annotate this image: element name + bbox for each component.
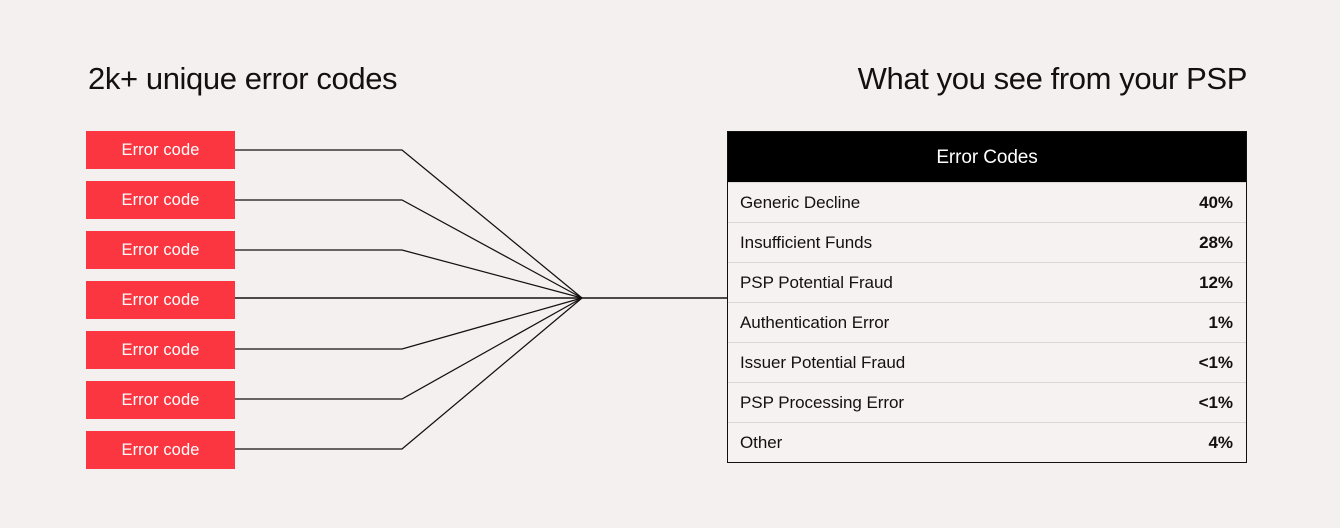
- error-code-chip-label: Error code: [121, 240, 200, 259]
- table-row[interactable]: Issuer Potential Fraud <1%: [728, 342, 1246, 382]
- table-row-value: 40%: [1199, 193, 1233, 212]
- error-code-chip[interactable]: Error code: [86, 331, 235, 369]
- table-row[interactable]: PSP Processing Error <1%: [728, 382, 1246, 422]
- table-row-value: 4%: [1208, 433, 1234, 452]
- error-code-chip-label: Error code: [121, 440, 200, 459]
- table-row-value: <1%: [1198, 393, 1233, 412]
- error-code-chip-label: Error code: [121, 290, 200, 309]
- error-code-chip-label: Error code: [121, 390, 200, 409]
- error-code-chip[interactable]: Error code: [86, 131, 235, 169]
- connector-line-6: [235, 297, 583, 400]
- error-code-chip[interactable]: Error code: [86, 181, 235, 219]
- error-code-chip[interactable]: Error code: [86, 381, 235, 419]
- table-row-label: Insufficient Funds: [740, 233, 873, 252]
- table-row-label: Generic Decline: [740, 193, 861, 212]
- table-header-label: Error Codes: [936, 146, 1038, 168]
- table-row[interactable]: Authentication Error 1%: [728, 302, 1246, 342]
- error-code-chip[interactable]: Error code: [86, 431, 235, 469]
- connector-line-3: [235, 249, 583, 299]
- error-code-chip[interactable]: Error code: [86, 231, 235, 269]
- table-row-value: 28%: [1199, 233, 1233, 252]
- connector-line-5: [235, 297, 583, 350]
- table-row-label: Authentication Error: [740, 313, 890, 332]
- table-row-label: PSP Potential Fraud: [740, 273, 893, 292]
- table-row[interactable]: Generic Decline 40%: [728, 182, 1246, 222]
- table-row-label: Issuer Potential Fraud: [740, 353, 906, 372]
- table-row-value: 12%: [1199, 273, 1233, 292]
- table-row-label: Other: [740, 433, 783, 452]
- connector-line-2: [235, 199, 583, 299]
- table-row-label: PSP Processing Error: [740, 393, 905, 412]
- table-row[interactable]: Other 4%: [728, 422, 1246, 462]
- connector-line-1: [235, 149, 583, 299]
- table-row[interactable]: PSP Potential Fraud 12%: [728, 262, 1246, 302]
- table-header: Error Codes: [728, 132, 1246, 182]
- left-heading: 2k+ unique error codes: [88, 61, 398, 96]
- psp-error-codes-table: Error Codes Generic Decline 40% Insuffic…: [727, 131, 1247, 463]
- error-code-chip-label: Error code: [121, 140, 200, 159]
- table-row[interactable]: Insufficient Funds 28%: [728, 222, 1246, 262]
- error-code-chip-label: Error code: [121, 340, 200, 359]
- table-row-value: 1%: [1208, 313, 1234, 332]
- connector-line-7: [235, 297, 583, 450]
- right-heading: What you see from your PSP: [857, 61, 1248, 96]
- table-row-value: <1%: [1198, 353, 1233, 372]
- error-code-chip-label: Error code: [121, 190, 200, 209]
- error-code-chip[interactable]: Error code: [86, 281, 235, 319]
